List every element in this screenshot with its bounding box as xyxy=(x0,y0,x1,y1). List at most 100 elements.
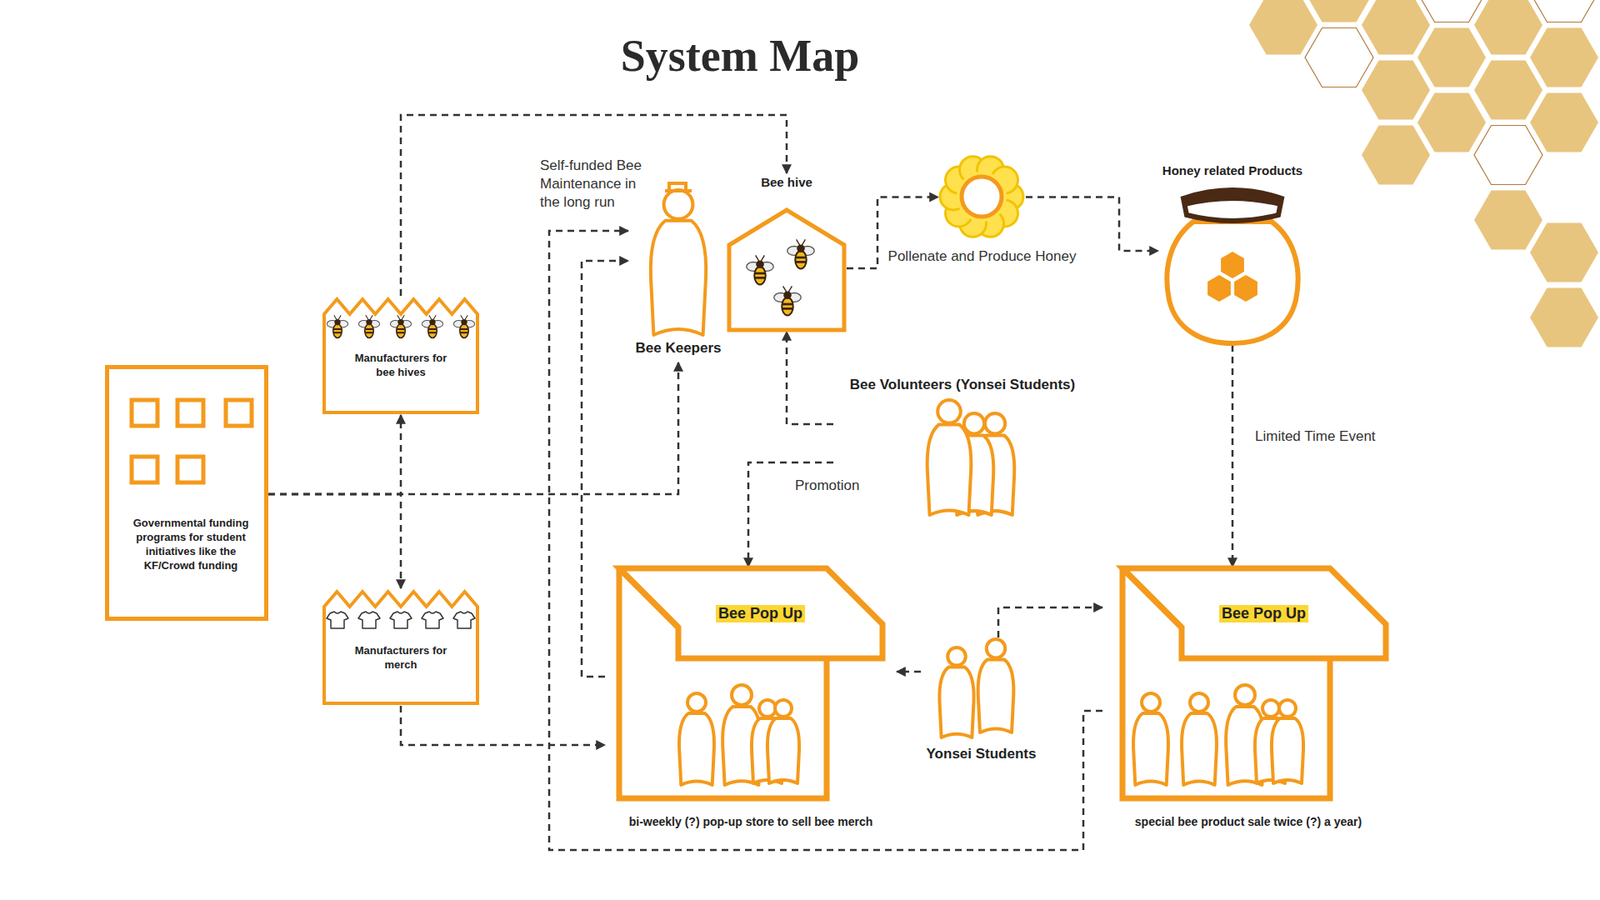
flower-node: Pollenate and Produce Honey xyxy=(938,153,1026,241)
honeycomb-decoration xyxy=(1530,288,1599,348)
person-figure xyxy=(986,639,1005,658)
person-figure xyxy=(679,693,715,785)
honeycomb-decoration xyxy=(1474,60,1543,120)
hive-node: Bee hive xyxy=(726,173,847,332)
gov-node: Governmental funding programs for studen… xyxy=(105,365,269,621)
shop-awning xyxy=(619,568,883,659)
shop-sign: Bee Pop Up xyxy=(715,605,805,623)
honeycomb-decoration xyxy=(1417,28,1486,88)
mmerch-node: Manufacturers for merch xyxy=(321,588,480,706)
manufacturer-outline xyxy=(324,591,478,704)
dashed-connector xyxy=(896,670,921,674)
shop-caption: bi-weekly (?) pop-up store to sell bee m… xyxy=(629,815,874,829)
bee-icon xyxy=(755,272,765,275)
bee-icon xyxy=(365,328,373,330)
person-figure xyxy=(1262,700,1280,717)
bee-icon xyxy=(428,331,436,334)
flower-centre xyxy=(956,171,1007,222)
bee-icon xyxy=(334,315,341,320)
shirt-icon xyxy=(421,611,444,629)
bee-icon xyxy=(365,315,373,320)
bee-icon xyxy=(397,319,404,325)
bee-icon xyxy=(746,255,774,285)
person-figure xyxy=(775,700,792,717)
bee-icon xyxy=(781,297,794,316)
honeycomb-decoration xyxy=(1474,0,1543,55)
person-figure xyxy=(1235,685,1255,705)
honeycomb-decoration xyxy=(1305,0,1374,23)
shirt-icon xyxy=(390,611,412,629)
person-figure xyxy=(664,190,694,220)
bee-icon xyxy=(795,250,807,270)
hive-drawing xyxy=(729,210,845,330)
bee-icon xyxy=(787,239,815,269)
person-figure xyxy=(964,413,985,434)
pop-node: Bee Pop Up bi-weekly (?) pop-up store to … xyxy=(605,566,897,838)
bee-icon xyxy=(754,266,766,285)
jar-lid xyxy=(1183,190,1282,207)
vol-drawing xyxy=(833,376,1092,519)
person-figure xyxy=(650,220,706,335)
vol-drawing xyxy=(927,400,1015,515)
shop-awning xyxy=(1122,568,1386,659)
bee-icon xyxy=(396,331,405,334)
person-figure xyxy=(927,425,972,515)
person-figure xyxy=(767,718,800,784)
shop-awning xyxy=(1122,568,1182,628)
yon-drawing xyxy=(939,639,1014,738)
honeycomb-decoration xyxy=(1474,125,1543,185)
shop-sign: Bee Pop Up xyxy=(1219,605,1309,623)
manufacturer-outline xyxy=(324,299,478,413)
shirt-icon xyxy=(326,611,349,629)
honeycomb-cell xyxy=(1207,275,1231,302)
bee-icon xyxy=(796,239,806,245)
yon-node: Yonsei Students xyxy=(920,637,1042,767)
bee-icon xyxy=(421,315,443,338)
pop-drawing xyxy=(1122,568,1386,799)
window-square xyxy=(177,400,204,426)
keeper-hat xyxy=(665,183,692,191)
mhive-drawing xyxy=(324,299,478,413)
honey-node: Honey related Products xyxy=(1158,161,1307,345)
bee-icon xyxy=(453,315,475,338)
honey-drawing xyxy=(1166,190,1298,344)
node-label: Pollenate and Produce Honey xyxy=(888,248,1077,265)
honeycomb-decoration xyxy=(1361,0,1430,55)
jar-body xyxy=(1166,221,1298,344)
person-figure xyxy=(767,700,800,784)
dashed-connector xyxy=(998,607,1103,638)
node-label: Bee Keepers xyxy=(635,340,721,357)
person-figure xyxy=(1190,693,1209,712)
shop-caption: special bee product sale twice (?) a yea… xyxy=(1135,815,1362,829)
bee-icon xyxy=(783,290,791,299)
gov-drawing xyxy=(131,400,252,483)
person-figure xyxy=(650,190,706,335)
bee-icon xyxy=(396,328,405,330)
shirt-icon xyxy=(453,611,475,629)
bee-icon xyxy=(774,285,801,315)
bee-icon xyxy=(390,315,411,338)
person-figure xyxy=(1141,693,1160,712)
bee-icon xyxy=(365,324,375,339)
honeycomb-cell xyxy=(1220,251,1245,279)
person-figure xyxy=(985,413,1005,434)
bee-icon xyxy=(755,255,765,261)
person-figure xyxy=(1181,693,1217,785)
person-figure xyxy=(947,647,966,666)
bee-icon xyxy=(460,328,468,330)
bee-icon xyxy=(460,315,468,320)
pop-up-shop xyxy=(1122,568,1386,799)
bee-icon xyxy=(365,319,372,325)
jar-lid xyxy=(1183,190,1282,221)
person-figure xyxy=(679,713,715,785)
mmerch-drawing xyxy=(324,591,478,704)
person-figure xyxy=(731,685,752,705)
dashed-connector xyxy=(786,331,834,425)
person-figure xyxy=(687,693,706,712)
window-square xyxy=(177,456,204,483)
person-figure xyxy=(927,400,972,515)
bee-icon xyxy=(782,307,793,310)
person-figure xyxy=(1133,713,1169,785)
